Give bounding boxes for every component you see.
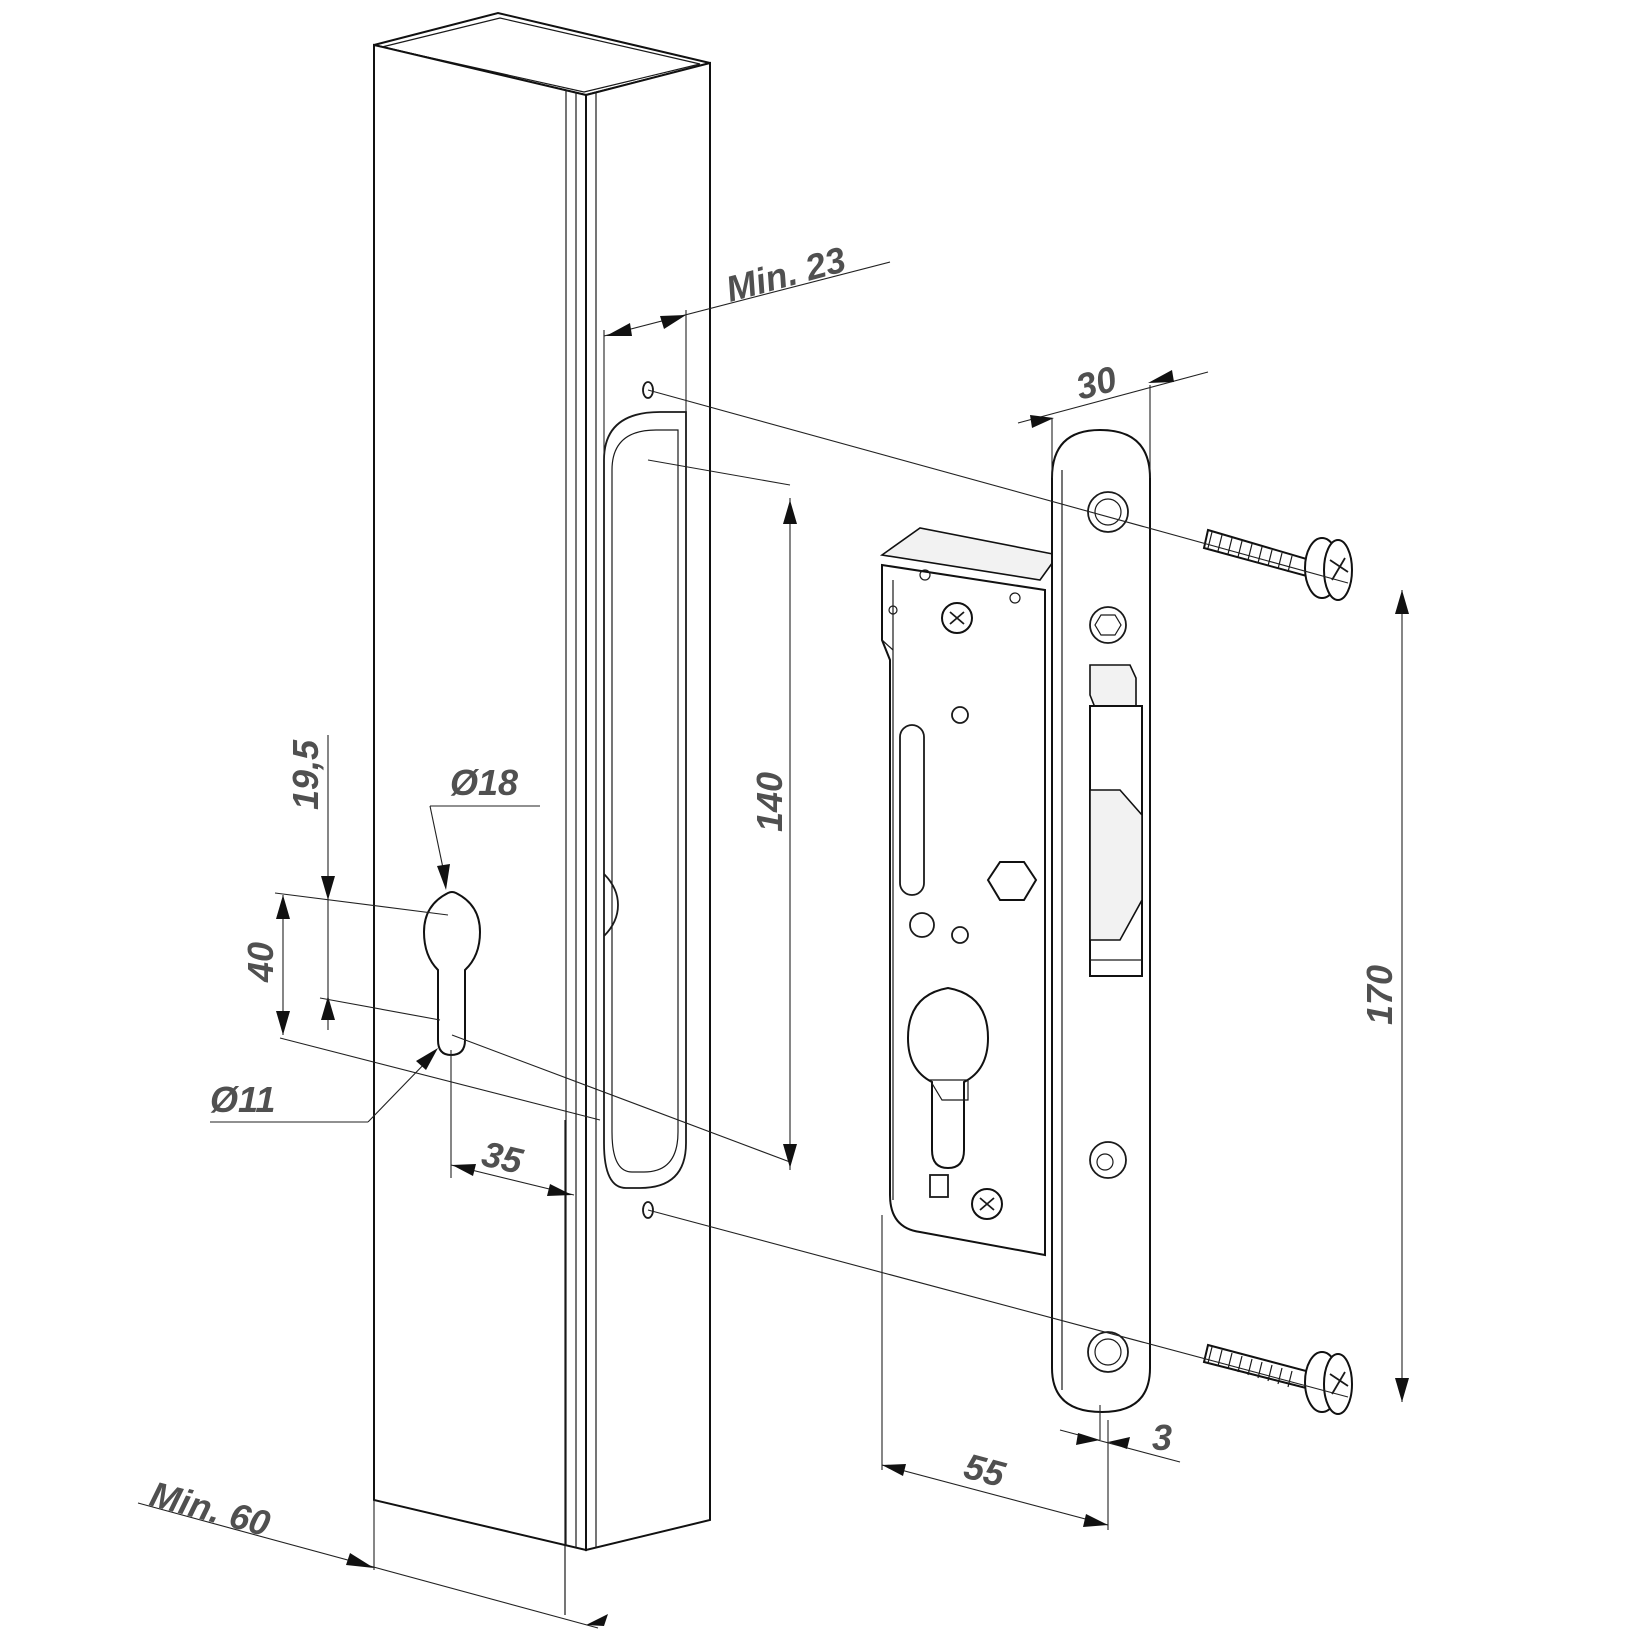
label-min-60: Min. 60	[146, 1473, 274, 1544]
label-3: 3	[1152, 1417, 1172, 1458]
dim-faceplate-thickness: 3	[1059, 1405, 1181, 1463]
dim-cylinder-top: 19,5	[285, 735, 335, 1030]
latch-bolt	[1089, 664, 1143, 977]
lower-screw-hole	[642, 1201, 654, 1219]
mounting-screw-top	[1202, 528, 1353, 601]
label-min-23: Min. 23	[721, 239, 849, 310]
dim-cylinder-dia-small: Ø11	[210, 1048, 438, 1123]
label-30: 30	[1071, 358, 1120, 408]
dim-faceplate-width: 30	[1017, 358, 1209, 478]
dim-slot-height: 140	[749, 498, 797, 1170]
cylinder-hole	[422, 891, 482, 1057]
case-screw-bottom	[971, 1188, 1003, 1220]
lock-case	[879, 527, 1060, 1257]
gate-post	[373, 11, 711, 1615]
dim-cylinder-dia-large: Ø18	[429, 762, 540, 890]
label-dia-11: Ø11	[210, 1079, 275, 1120]
dim-case-depth: 55	[881, 1215, 1109, 1530]
label-40: 40	[240, 942, 281, 983]
label-170: 170	[1359, 965, 1400, 1025]
label-dia-18: Ø18	[450, 762, 518, 803]
mounting-screw-bottom	[1202, 1343, 1353, 1415]
label-19-5: 19,5	[285, 739, 326, 810]
dim-screw-spacing: 170	[1359, 590, 1409, 1402]
lock-slot	[603, 381, 687, 1219]
case-screw-top	[941, 602, 973, 634]
dim-cylinder-height: 40	[240, 892, 601, 1121]
label-140: 140	[749, 772, 790, 832]
upper-screw-hole	[642, 381, 654, 399]
alignment-lines	[451, 389, 1349, 1398]
